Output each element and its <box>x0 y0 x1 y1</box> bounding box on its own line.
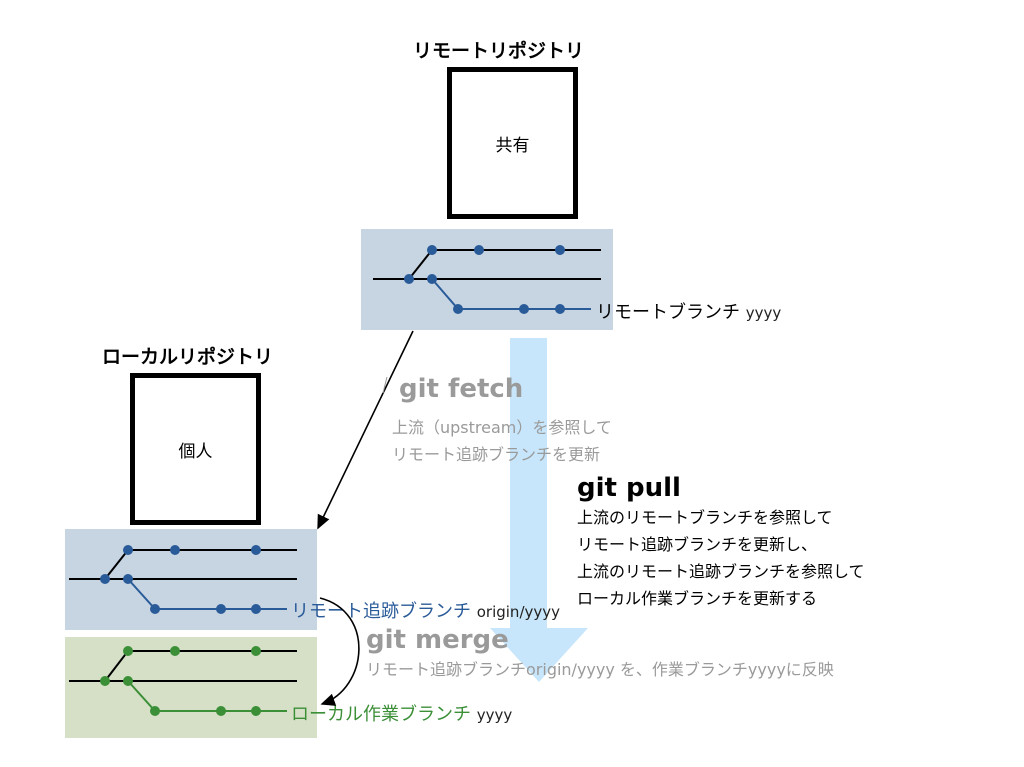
remote-branch-graph <box>361 229 613 330</box>
remote-repo-box: 共有 <box>447 67 578 219</box>
git-pull-desc-line-1: 上流のリモートブランチを参照して <box>577 508 833 527</box>
remote-branch-label-text: リモートブランチ <box>596 302 740 323</box>
remote-repo-title: リモートリポジトリ <box>413 40 585 62</box>
remote-branch-label: リモートブランチ yyyy <box>596 298 781 324</box>
tracking-branch-label-text: リモート追跡ブランチ <box>291 601 471 622</box>
tracking-branch-graph <box>65 529 317 630</box>
working-branch-label: ローカル作業ブランチ yyyy <box>291 700 512 726</box>
local-repo-label: 個人 <box>178 441 213 462</box>
git-fetch-desc-line-2: リモート追跡ブランチを更新 <box>392 445 601 464</box>
local-repo-box: 個人 <box>130 373 261 525</box>
git-pull-title: git pull <box>577 473 681 503</box>
git-pull-desc-line-2: リモート追跡ブランチを更新し、 <box>577 535 818 554</box>
working-branch-name: yyyy <box>476 706 513 724</box>
fetch-arrow <box>317 330 414 530</box>
git-fetch-desc-line-1: 上流（upstream）を参照して <box>392 418 612 437</box>
git-pull-desc: 上流のリモートブランチを参照して リモート追跡ブランチを更新し、 上流のリモート… <box>577 504 865 612</box>
tracking-branch-name: origin/yyyy <box>476 603 561 621</box>
git-fetch-desc: 上流（upstream）を参照して リモート追跡ブランチを更新 <box>392 414 612 468</box>
git-pull-desc-line-4: ローカル作業ブランチを更新する <box>577 589 818 608</box>
git-pull-desc-line-3: 上流のリモート追跡ブランチを参照して <box>577 562 865 581</box>
remote-branch-name: yyyy <box>745 304 782 322</box>
git-merge-title: git merge <box>366 625 509 655</box>
git-merge-desc: リモート追跡ブランチorigin/yyyy を、作業ブランチyyyyに反映 <box>366 660 834 679</box>
merge-arrow <box>319 597 360 706</box>
git-fetch-title: git fetch <box>399 374 524 404</box>
remote-repo-label: 共有 <box>495 135 530 156</box>
fetch-tick <box>382 376 388 394</box>
working-branch-label-text: ローカル作業ブランチ <box>291 704 471 725</box>
working-branch-graph <box>65 637 317 738</box>
local-repo-title: ローカルリポジトリ <box>102 346 274 368</box>
tracking-branch-label: リモート追跡ブランチ origin/yyyy <box>291 597 560 623</box>
